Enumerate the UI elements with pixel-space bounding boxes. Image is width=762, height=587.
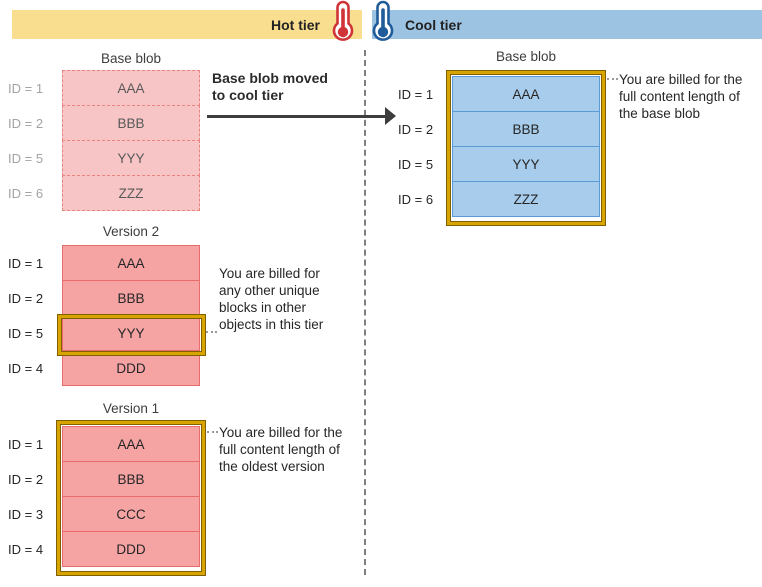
block-id-label: ID = 3 xyxy=(8,506,44,522)
move-note-line1: Base blob moved xyxy=(212,70,328,86)
block-cell: AAA xyxy=(62,426,200,462)
block-cell: BBB xyxy=(452,111,600,147)
hot-base-blob-title: Base blob xyxy=(100,51,162,66)
block-id-label: ID = 2 xyxy=(398,121,434,137)
block-id-label: ID = 1 xyxy=(8,255,44,271)
move-arrow-head xyxy=(385,107,396,125)
block-id-label: ID = 5 xyxy=(8,325,44,341)
block-id-label: ID = 4 xyxy=(8,541,44,557)
tier-divider-dashed-line xyxy=(364,50,366,575)
block-cell: CCC xyxy=(62,496,200,532)
table-row: ID = 2 BBB xyxy=(398,111,600,147)
table-row: ID = 2 BBB xyxy=(8,105,200,141)
block-cell: AAA xyxy=(452,76,600,112)
table-row: ID = 6 ZZZ xyxy=(398,181,600,217)
version1-block: Version 1 ID = 1 AAA ID = 2 BBB ID = 3 C… xyxy=(8,401,200,567)
block-id-label: ID = 5 xyxy=(8,150,44,166)
move-note: Base blob moved to cool tier xyxy=(212,70,328,104)
table-row: ID = 5 YYY xyxy=(398,146,600,182)
block-cell: ZZZ xyxy=(62,175,200,211)
block-cell: DDD xyxy=(62,531,200,567)
table-row: ID = 4 DDD xyxy=(8,350,200,386)
block-cell: AAA xyxy=(62,70,200,106)
block-id-label: ID = 1 xyxy=(8,436,44,452)
cool-base-blob-dotted-connector xyxy=(607,78,618,80)
cool-tier-header: Cool tier xyxy=(372,10,762,39)
table-row: ID = 5 YYY xyxy=(8,315,200,351)
block-id-label: ID = 5 xyxy=(398,156,434,172)
block-id-label: ID = 1 xyxy=(398,86,434,102)
hot-thermometer-icon xyxy=(330,0,356,42)
block-id-label: ID = 6 xyxy=(8,185,44,201)
hot-tier-header: Hot tier xyxy=(12,10,362,39)
block-id-label: ID = 6 xyxy=(398,191,434,207)
version2-annotation: You are billed for any other unique bloc… xyxy=(219,266,324,332)
version1-annotation: You are billed for the full content leng… xyxy=(219,425,343,474)
table-row: ID = 5 YYY xyxy=(8,140,200,176)
table-row: ID = 2 BBB xyxy=(8,280,200,316)
cool-base-blob-annotation: You are billed for the full content leng… xyxy=(619,72,743,121)
table-row: ID = 1 AAA xyxy=(8,70,200,106)
table-row: ID = 1 AAA xyxy=(8,426,200,462)
block-id-label: ID = 2 xyxy=(8,115,44,131)
table-row: ID = 4 DDD xyxy=(8,531,200,567)
cool-thermometer-icon xyxy=(370,0,396,42)
version2-title: Version 2 xyxy=(102,224,160,239)
move-note-line2: to cool tier xyxy=(212,87,284,103)
hot-tier-label: Hot tier xyxy=(271,16,320,33)
version2-dotted-connector xyxy=(206,331,217,333)
version2-block: Version 2 ID = 1 AAA ID = 2 BBB ID = 5 Y… xyxy=(8,224,200,386)
table-row: ID = 1 AAA xyxy=(8,245,200,281)
block-cell: YYY xyxy=(62,140,200,176)
cool-base-blob-block: Base blob ID = 1 AAA ID = 2 BBB ID = 5 Y… xyxy=(398,49,600,217)
version1-title: Version 1 xyxy=(102,401,160,416)
block-id-label: ID = 4 xyxy=(8,360,44,376)
block-cell-highlighted: YYY xyxy=(62,315,200,351)
block-id-label: ID = 1 xyxy=(8,80,44,96)
cool-base-blob-title: Base blob xyxy=(495,49,557,64)
move-arrow-line xyxy=(207,115,385,118)
block-cell: AAA xyxy=(62,245,200,281)
hot-base-blob-block: Base blob ID = 1 AAA ID = 2 BBB ID = 5 Y… xyxy=(8,51,200,211)
table-row: ID = 1 AAA xyxy=(398,76,600,112)
block-cell: ZZZ xyxy=(452,181,600,217)
table-row: ID = 6 ZZZ xyxy=(8,175,200,211)
table-row: ID = 3 CCC xyxy=(8,496,200,532)
cool-tier-label: Cool tier xyxy=(405,16,462,33)
block-cell: BBB xyxy=(62,105,200,141)
table-row: ID = 2 BBB xyxy=(8,461,200,497)
block-id-label: ID = 2 xyxy=(8,290,44,306)
version1-dotted-connector xyxy=(207,431,218,433)
block-id-label: ID = 2 xyxy=(8,471,44,487)
block-cell: YYY xyxy=(452,146,600,182)
block-cell: BBB xyxy=(62,280,200,316)
block-cell: DDD xyxy=(62,350,200,386)
block-cell: BBB xyxy=(62,461,200,497)
